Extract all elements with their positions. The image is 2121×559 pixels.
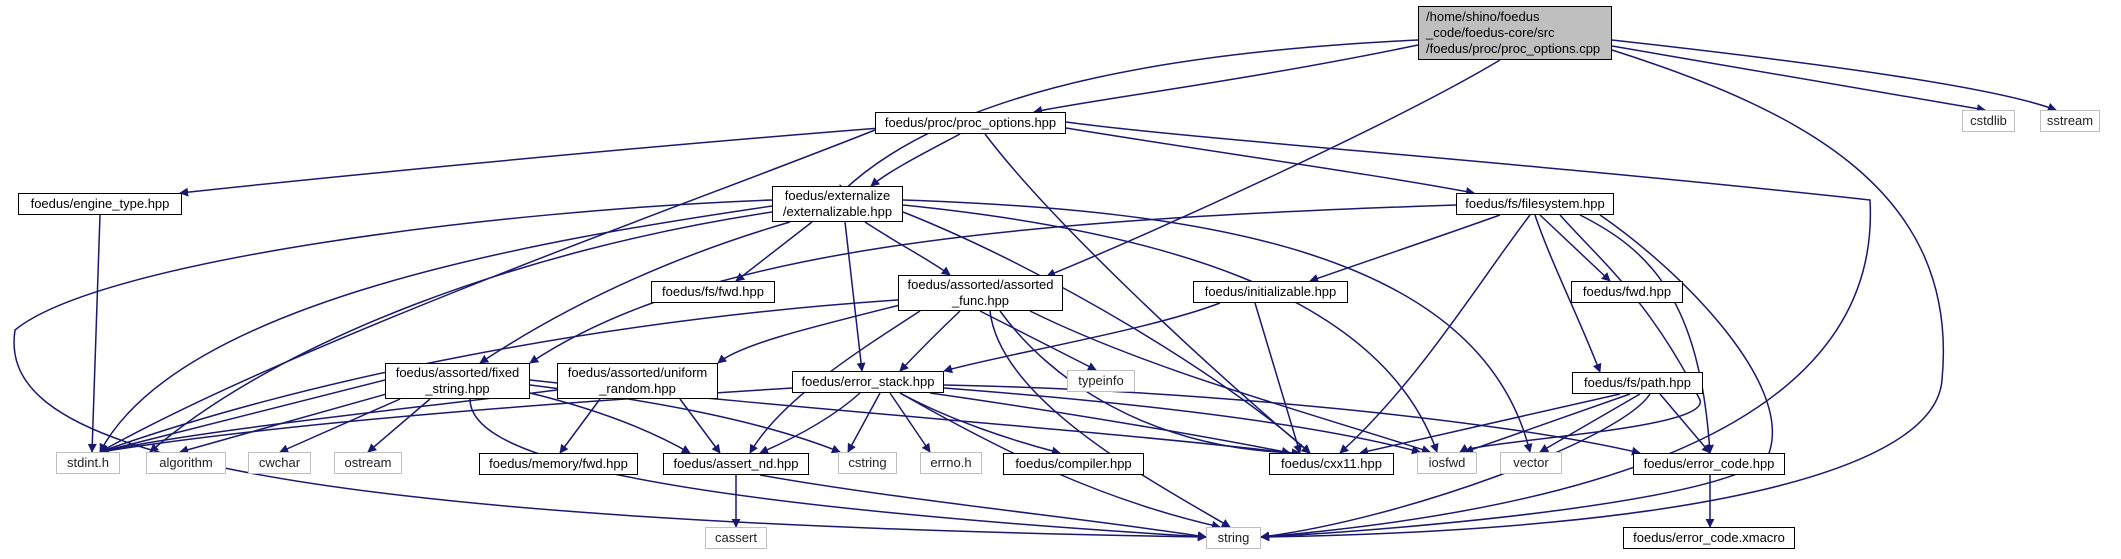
dependency-edge	[864, 221, 951, 276]
dependency-edge	[899, 392, 1061, 456]
dependency-edge	[1534, 214, 1602, 373]
dependency-edge	[529, 204, 1457, 364]
dependency-edge	[367, 398, 431, 453]
node-algorithm: algorithm	[146, 452, 226, 474]
dependency-edge	[13, 199, 1207, 542]
dependency-edge	[929, 392, 1291, 456]
dependency-edge	[759, 474, 1207, 541]
dependency-edge	[1464, 393, 1631, 454]
node-cwchar: cwchar	[248, 452, 311, 474]
dependency-edge	[979, 310, 1097, 371]
node-initializable-hpp[interactable]: foedus/initializable.hpp	[1193, 281, 1348, 303]
dependency-edge	[717, 304, 901, 364]
node-cassert: cassert	[705, 527, 767, 549]
node-iosfwd: iosfwd	[1417, 452, 1477, 474]
dependency-edge	[902, 199, 1533, 453]
node-proc-options-hpp[interactable]: foedus/proc/proc_options.hpp	[875, 112, 1066, 134]
dependency-edge	[1309, 214, 1501, 283]
dependency-edge	[870, 133, 961, 187]
node-memory-fwd-hpp[interactable]: foedus/memory/fwd.hpp	[479, 453, 638, 475]
node-error-code-hpp[interactable]: foedus/error_code.hpp	[1633, 453, 1785, 475]
dependency-edge	[1611, 39, 2057, 112]
node-error-code-xmacro[interactable]: foedus/error_code.xmacro	[1623, 527, 1795, 549]
dependency-edge	[847, 392, 881, 453]
node-assert-nd-hpp[interactable]: foedus/assert_nd.hpp	[663, 453, 809, 475]
dependency-edge	[279, 398, 401, 453]
node-error-stack-hpp[interactable]: foedus/error_stack.hpp	[792, 371, 944, 393]
node-cxx11-hpp[interactable]: foedus/cxx11.hpp	[1269, 453, 1394, 475]
dependency-edge	[1029, 310, 1431, 454]
dependency-edge	[1254, 302, 1302, 454]
dependency-edge	[1339, 214, 1531, 454]
dependency-edge	[529, 392, 691, 454]
dependency-edge	[1260, 49, 1945, 542]
dependency-edge	[1359, 393, 1621, 456]
dependency-edge	[479, 221, 791, 364]
dependency-edge	[989, 310, 1231, 528]
dependency-edge	[99, 299, 899, 454]
dependency-edge	[179, 127, 881, 197]
dependency-edge	[943, 387, 1421, 455]
node-assorted-func-hpp[interactable]: foedus/assorted/assorted _func.hpp	[898, 275, 1063, 311]
node-ostream: ostream	[334, 452, 402, 474]
node-compiler-hpp[interactable]: foedus/compiler.hpp	[1003, 453, 1144, 475]
node-engine-type-hpp[interactable]: foedus/engine_type.hpp	[18, 193, 182, 215]
node-string: string	[1206, 527, 1261, 549]
dependency-edge	[1065, 121, 1872, 541]
dependency-edge	[1659, 393, 1711, 454]
dependency-edge	[735, 221, 813, 282]
node-externalizable-hpp[interactable]: foedus/externalize /externalizable.hpp	[772, 186, 903, 222]
dependency-edge	[984, 133, 1311, 454]
node-errno-h: errno.h	[920, 452, 982, 474]
node-fs-fwd-hpp[interactable]: foedus/fs/fwd.hpp	[651, 281, 775, 303]
node-proc-options-cpp: /home/shino/foedus _code/foedus-core/src…	[1418, 6, 1612, 60]
dependency-edge	[1539, 393, 1641, 453]
node-sstream: sstream	[2040, 110, 2100, 132]
dependency-edge	[87, 214, 101, 453]
dependency-edge	[1611, 45, 1986, 114]
node-uniform-random-hpp[interactable]: foedus/assorted/uniform _random.hpp	[557, 363, 718, 399]
node-filesystem-hpp[interactable]: foedus/fs/filesystem.hpp	[1456, 193, 1614, 215]
dependency-edge	[149, 211, 773, 453]
dependency-edge	[1260, 393, 1651, 541]
dependency-edge	[99, 379, 386, 455]
node-cstdlib: cstdlib	[1962, 110, 2015, 132]
dependency-edge	[759, 392, 861, 454]
dependency-edge	[902, 204, 1439, 453]
dependency-edge	[844, 221, 866, 372]
dependency-edge	[1033, 44, 1419, 115]
dependency-edge	[559, 398, 601, 454]
node-typeinfo: typeinfo	[1067, 370, 1135, 392]
node-fs-path-hpp[interactable]: foedus/fs/path.hpp	[1572, 372, 1703, 394]
dependency-edge	[1065, 127, 1475, 196]
dependency-edge	[1046, 59, 1501, 278]
dependency-edge	[1459, 214, 1701, 453]
dependency-edge	[943, 384, 1641, 456]
node-stdint-h: stdint.h	[56, 452, 120, 474]
node-cstring: cstring	[838, 452, 897, 474]
node-fixed-string-hpp[interactable]: foedus/assorted/fixed _string.hpp	[385, 363, 530, 399]
dependency-edge	[902, 211, 1311, 454]
dependency-edge	[889, 392, 931, 453]
dependency-edge	[679, 398, 721, 454]
dependency-edge	[1539, 214, 1611, 282]
node-foedus-fwd-hpp[interactable]: foedus/fwd.hpp	[1571, 281, 1683, 303]
dependency-edge	[839, 39, 1419, 195]
dependency-edge	[943, 302, 1221, 374]
dependency-edge	[899, 310, 961, 372]
node-vector: vector	[1500, 452, 1562, 474]
dependency-edge	[99, 205, 773, 453]
